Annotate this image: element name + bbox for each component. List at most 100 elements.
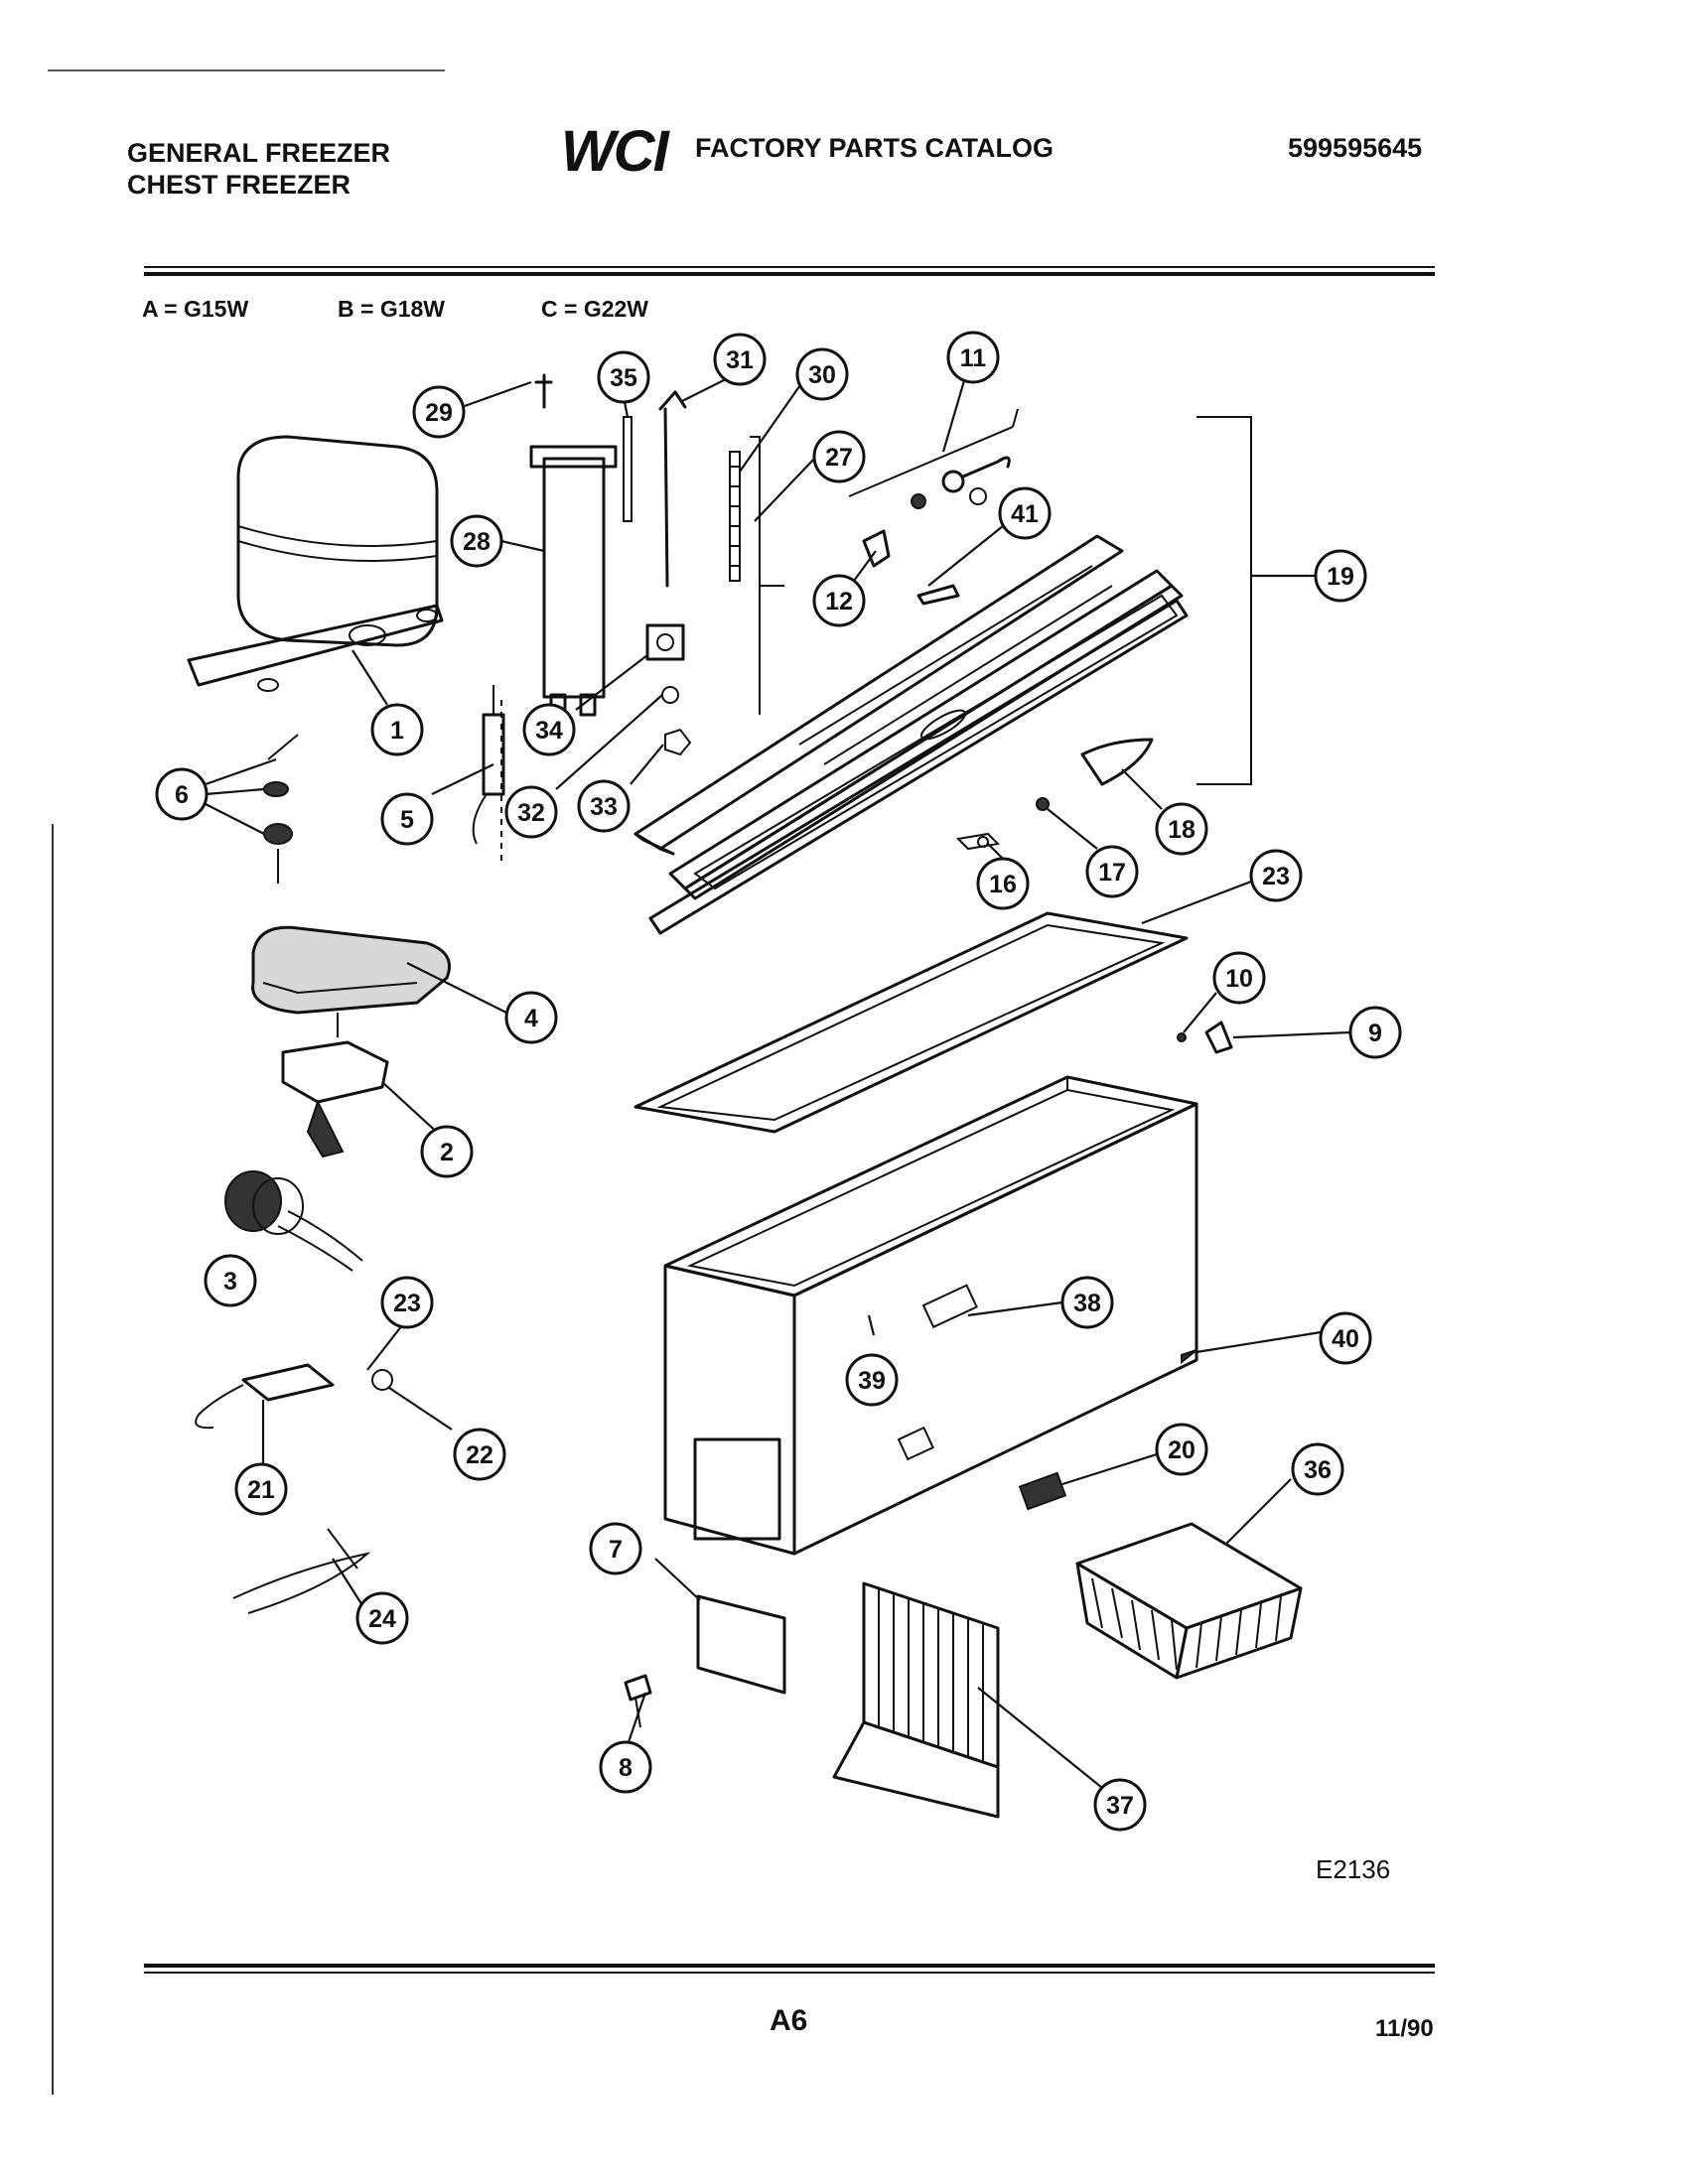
callout-29-label: 29 [425, 399, 453, 427]
callout-36-label: 36 [1304, 1456, 1332, 1484]
callout-21: 21 [234, 1462, 288, 1516]
leader-lines [205, 366, 1351, 1793]
appliance-type: GENERAL FREEZER CHEST FREEZER [127, 137, 390, 202]
callout-7: 7 [589, 1522, 642, 1575]
switch-drawing [1018, 1471, 1067, 1511]
callout-28: 28 [450, 514, 503, 568]
callout-27-label: 27 [825, 444, 853, 472]
callout-24: 24 [355, 1591, 409, 1645]
callout-3-label: 3 [223, 1268, 237, 1296]
lock-parts-drawing [955, 738, 1154, 851]
callout-4: 4 [504, 991, 558, 1044]
callout-35: 35 [597, 350, 650, 404]
callout-27: 27 [812, 430, 866, 483]
lid-assembly-drawing [633, 416, 1252, 935]
callout-22: 22 [453, 1428, 506, 1481]
callout-8: 8 [599, 1740, 652, 1794]
brand-logo: WCI [561, 117, 669, 187]
callout-40: 40 [1319, 1311, 1372, 1365]
drawing-code: E2136 [1316, 1854, 1391, 1884]
callout-23-upper: 23 [1249, 849, 1303, 902]
callout-39: 39 [845, 1353, 899, 1407]
callout-7-label: 7 [609, 1536, 623, 1564]
callout-4-label: 4 [524, 1005, 538, 1032]
callout-1-label: 1 [390, 717, 404, 745]
callout-41: 41 [998, 486, 1052, 540]
callout-19-label: 19 [1327, 563, 1354, 591]
callout-23-lower: 23 [380, 1276, 434, 1329]
callout-24-label: 24 [368, 1605, 396, 1633]
catalog-title: FACTORY PARTS CATALOG [695, 133, 1055, 163]
callout-38-label: 38 [1073, 1290, 1101, 1317]
model-b: B = G18W [338, 296, 446, 322]
callout-41-label: 41 [1011, 500, 1039, 528]
callout-6-label: 6 [175, 781, 189, 809]
relay-cover-drawing [251, 925, 451, 1015]
callout-2: 2 [420, 1125, 474, 1178]
brand-logo-text: WCI [561, 119, 669, 184]
callout-30-label: 30 [808, 361, 836, 389]
cabinet-drawing [663, 1075, 1198, 1556]
overload-drawing [224, 1170, 363, 1272]
callout-22-label: 22 [466, 1441, 493, 1469]
header-rule-thick [144, 272, 1435, 276]
compressor-drawing [187, 435, 444, 692]
callout-32-label: 32 [517, 799, 545, 827]
revision-date: 11/90 [1375, 2015, 1434, 2042]
callout-16-label: 16 [989, 871, 1017, 898]
callout-33: 33 [577, 779, 631, 833]
callout-23-upper-label: 23 [1262, 863, 1290, 890]
callout-35-label: 35 [610, 364, 637, 392]
condenser-grille-drawing [832, 1581, 1000, 1819]
callout-37: 37 [1093, 1778, 1147, 1832]
callout-34: 34 [522, 703, 576, 756]
appliance-line-2: CHEST FREEZER [127, 170, 352, 201]
gasket-drawing [633, 911, 1189, 1134]
callout-17: 17 [1085, 845, 1139, 898]
callout-12: 12 [812, 574, 866, 627]
hinge-parts-drawing [848, 408, 1019, 606]
callout-34-label: 34 [535, 717, 563, 745]
callout-28-label: 28 [463, 528, 491, 556]
callout-30: 30 [795, 347, 849, 401]
top-left-rule [48, 69, 445, 71]
callout-21-label: 21 [247, 1476, 275, 1504]
grommet-parts-drawing [263, 734, 299, 884]
callout-16: 16 [976, 857, 1030, 910]
hinge-bracket-drawing [1177, 1021, 1233, 1365]
left-margin-line [52, 824, 54, 2095]
model-c: C = G22W [541, 296, 649, 322]
callout-19: 19 [1314, 549, 1367, 603]
callout-33-label: 33 [590, 793, 618, 821]
power-cord-drawing [195, 1363, 393, 1614]
callout-12-label: 12 [825, 588, 853, 615]
callout-20-label: 20 [1168, 1436, 1196, 1464]
callout-37-label: 37 [1106, 1792, 1134, 1820]
callout-11-label: 11 [960, 344, 987, 372]
callout-5-label: 5 [400, 806, 414, 834]
heater-drawing [472, 685, 505, 864]
callout-38: 38 [1060, 1276, 1114, 1329]
callout-40-label: 40 [1332, 1325, 1359, 1353]
callout-18-label: 18 [1168, 816, 1196, 844]
callout-10-label: 10 [1225, 965, 1253, 993]
callout-9: 9 [1348, 1006, 1402, 1059]
callout-31: 31 [713, 333, 767, 386]
footer-rule-thin [144, 1972, 1435, 1974]
callout-23-lower-label: 23 [393, 1290, 421, 1317]
callout-36: 36 [1291, 1442, 1344, 1496]
footer-rule-thick [144, 1964, 1435, 1968]
callout-10: 10 [1212, 951, 1266, 1005]
callout-29: 29 [412, 385, 466, 439]
callout-31-label: 31 [726, 346, 754, 374]
callout-5: 5 [380, 792, 434, 846]
callout-9-label: 9 [1368, 1020, 1382, 1047]
header-rule-thin [144, 266, 1435, 268]
catalog-number: 599595645 [1288, 133, 1423, 163]
relay-drawing [281, 1013, 389, 1159]
appliance-line-1: GENERAL FREEZER [127, 138, 391, 168]
callout-11: 11 [946, 331, 1000, 384]
basket-drawing [1075, 1522, 1303, 1680]
